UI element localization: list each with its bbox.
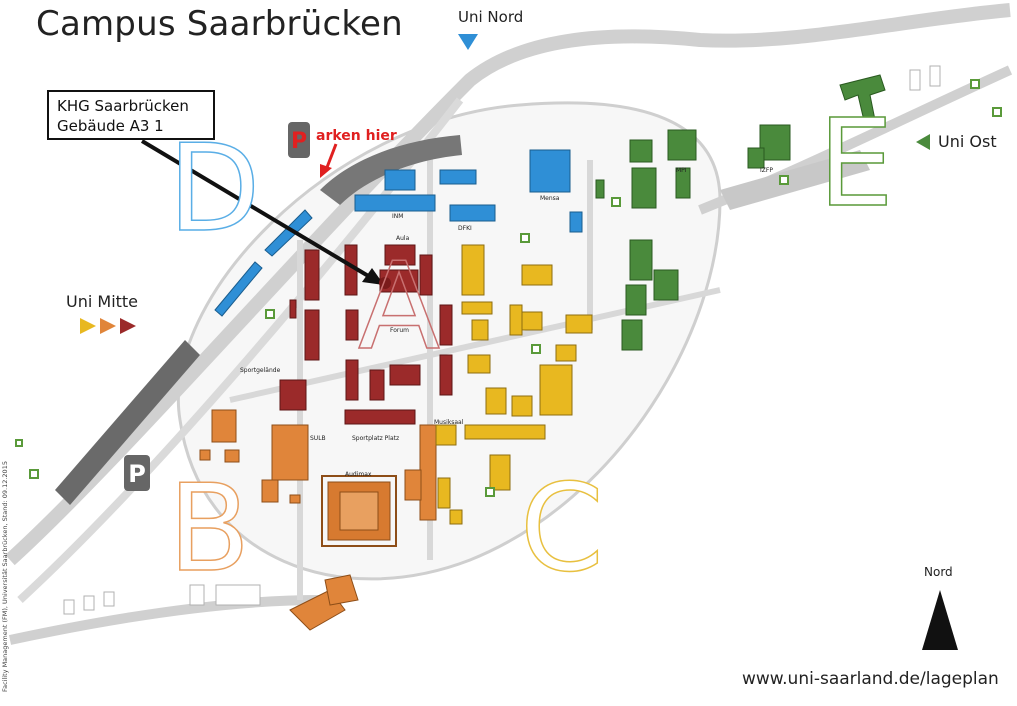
zone-letter-d: D: [167, 120, 261, 259]
compass-label: Nord: [924, 565, 953, 579]
parking-arrow: [324, 143, 338, 171]
zone-letter-b: B: [167, 460, 251, 599]
parking-strip-west: [55, 340, 200, 505]
zone-a-buildings: [279, 244, 453, 425]
building-a3-1-marker: [379, 277, 391, 289]
khg-callout: KHG Saarbrücken Gebäude A3 1: [47, 90, 215, 140]
label-aula: Aula: [396, 235, 410, 242]
zone-d-buildings: [214, 149, 583, 317]
credit-line: Facility Management (FM), Universität Sa…: [1, 461, 9, 692]
east-strip: [720, 150, 870, 210]
zone-letter-c: C: [519, 460, 604, 599]
label-forum: Forum: [390, 327, 409, 334]
callout-arrow: [140, 139, 372, 279]
label-uni-mitte: Uni Mitte: [66, 292, 139, 311]
label-uni-nord: Uni Nord: [458, 8, 524, 26]
label-platz: Sportplatz Platz: [352, 435, 399, 442]
uni-mitte-marker-2: [100, 318, 116, 334]
callout-line-1: KHG Saarbrücken: [57, 97, 189, 115]
label-mensa: Mensa: [540, 195, 560, 202]
parking-icon-south: [124, 455, 150, 491]
label-audimax: Audimax: [345, 471, 372, 478]
zone-b-buildings: [199, 409, 437, 631]
audimax-frame: [321, 475, 397, 547]
map-title: Campus Saarbrücken: [36, 4, 403, 44]
zone-c-buildings: [435, 244, 593, 525]
label-sportgelaende: Sportgelände: [240, 367, 281, 374]
zone-letter-e: E: [817, 95, 894, 234]
label-dfki: DFKI: [458, 225, 472, 232]
uni-mitte-marker-1: [80, 318, 96, 334]
zone-letter-a: A: [357, 238, 441, 377]
parking-icon-north: [288, 122, 310, 158]
parking-arrow-head: [320, 164, 332, 178]
north-arrow: [922, 590, 958, 650]
label-mpi: MPI: [676, 167, 687, 174]
label-uni-ost: Uni Ost: [938, 132, 997, 151]
parking-p-south: P: [128, 460, 146, 488]
label-izfp: IZFP: [760, 167, 773, 174]
callout-arrow-head: [362, 268, 384, 285]
zone-e-buildings: [595, 74, 886, 351]
lageplan-url: www.uni-saarland.de/lageplan: [742, 669, 999, 689]
main-road: [5, 3, 1011, 566]
uni-mitte-marker-3: [120, 318, 136, 334]
label-sulb: SULB: [310, 435, 326, 442]
parking-p-north: P: [291, 129, 307, 154]
tram-stop-markers: [15, 79, 1002, 497]
uni-nord-marker: [458, 34, 478, 50]
label-musiksaal: Musiksaal: [434, 419, 464, 426]
callout-line-2: Gebäude A3 1: [57, 117, 164, 135]
parking-note: arken hier: [316, 128, 397, 144]
south-road: [8, 595, 321, 645]
label-inm: INM: [392, 213, 403, 220]
uni-ost-marker: [916, 134, 930, 150]
outlying-buildings: [63, 65, 941, 615]
